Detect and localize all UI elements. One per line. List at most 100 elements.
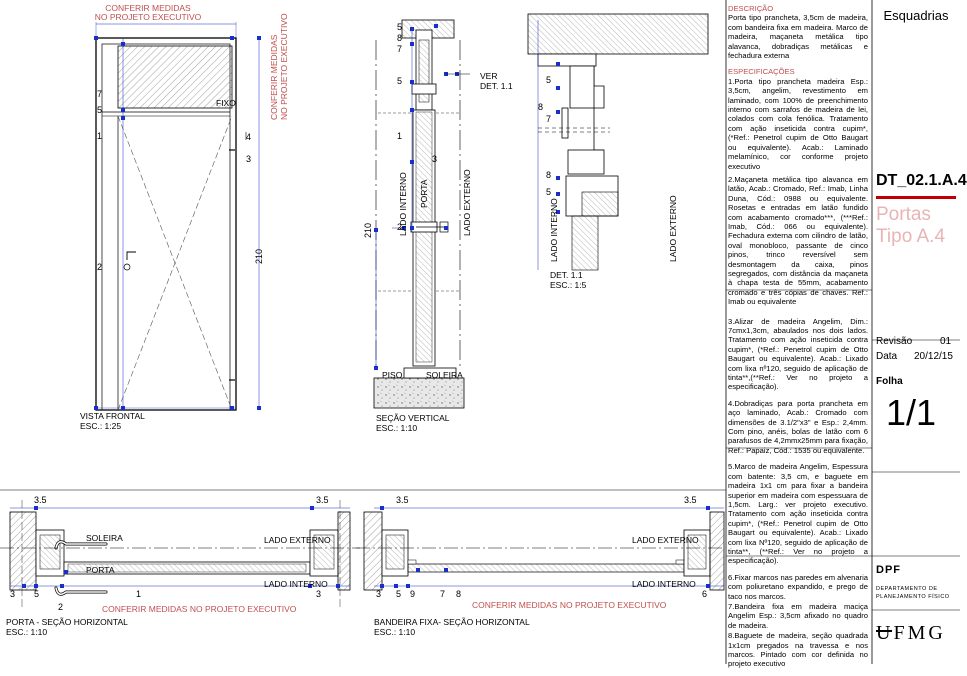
dpf-sub-2: PLANEJAMENTO FÍSICO	[876, 594, 950, 600]
label-secao-vertical: SEÇÃO VERTICAL	[376, 413, 450, 423]
dim-8-v: 8	[397, 33, 402, 43]
label-soleira: SOLEIRA	[426, 370, 463, 380]
dim-7-b: 7	[440, 589, 445, 599]
folha-value: 1/1	[886, 392, 937, 433]
dim-5-v2: 5	[397, 76, 402, 86]
spec-item-5: 5.Marco de madeira Angelim, Espessura co…	[728, 462, 868, 566]
label-lado-interno-v: LADO INTERNO	[398, 172, 408, 236]
label-conferir-bottom-2: CONFERIR MEDIDAS NO PROJETO EXECUTIVO	[472, 600, 667, 610]
label-porta-v: PORTA	[419, 179, 429, 208]
dim-3-front: 3	[246, 154, 251, 164]
label-esc-10: ESC.: 1:10	[376, 423, 417, 433]
label-esc-10-b: ESC.: 1:10	[374, 627, 415, 637]
dim-2-v: 2	[397, 222, 402, 232]
drawing-name-2: Tipo A.4	[876, 226, 946, 247]
revisao-label: Revisão	[876, 336, 913, 347]
label-piso: PISO	[382, 370, 403, 380]
dim-1-v: 1	[397, 131, 402, 141]
label-bandeira-secao-h: BANDEIRA FIXA- SEÇÃO HORIZONTAL	[374, 617, 530, 627]
label-lado-externo-h: LADO EXTERNO	[264, 535, 331, 545]
ufmg-logo: UFMG	[876, 622, 946, 644]
label-soleira-h: SOLEIRA	[86, 533, 123, 543]
dim-9-b: 9	[410, 589, 415, 599]
dim-35-h4: 3.5	[684, 495, 697, 505]
dim-35-h3: 3.5	[396, 495, 409, 505]
label-conferir-side-2: NO PROJETO EXECUTIVO	[279, 13, 289, 120]
dim-1-h: 1	[136, 589, 141, 599]
dim-35-h2: 3.5	[316, 495, 329, 505]
detail-1-1	[527, 13, 709, 271]
label-lado-interno-b: LADO INTERNO	[632, 579, 696, 589]
drawing-code: DT_02.1.A.4	[876, 172, 967, 189]
dim-210-v: 210	[363, 223, 373, 238]
description-text: Porta tipo prancheta, 3,5cm de madeira, …	[728, 13, 868, 61]
dim-35-h1: 3.5	[34, 495, 47, 505]
label-lado-interno-h: LADO INTERNO	[264, 579, 328, 589]
description-panel: DESCRIÇÃO Porta tipo prancheta, 3,5cm de…	[728, 4, 868, 676]
description-title: DESCRIÇÃO	[728, 4, 774, 13]
dim-2-front: 2	[97, 262, 102, 272]
label-porta-secao-h: PORTA - SEÇÃO HORIZONTAL	[6, 617, 128, 627]
label-lado-externo-b: LADO EXTERNO	[632, 535, 699, 545]
dim-4-front: 4	[246, 132, 251, 142]
dim-7-front: 7	[97, 89, 102, 99]
label-esc-5: ESC.: 1:5	[550, 280, 587, 290]
drawing-name-1: Portas	[876, 204, 931, 225]
revisao-value: 01	[940, 336, 952, 347]
spec-item-4: 4.Dobradiças para porta prancheta em aço…	[728, 398, 868, 455]
label-lado-externo-v: LADO EXTERNO	[462, 169, 472, 236]
dim-8-det-2: 8	[546, 170, 551, 180]
dim-3-h2: 3	[316, 589, 321, 599]
dim-5-h: 5	[34, 589, 39, 599]
label-ver: VER	[480, 71, 497, 81]
label-esc-25: ESC.: 1:25	[80, 421, 121, 431]
label-conferir-top: CONFERIR MEDIDAS	[105, 3, 191, 13]
dim-3-b: 3	[376, 589, 381, 599]
data-label: Data	[876, 351, 898, 362]
dim-3-h: 3	[10, 589, 15, 599]
label-esc-10-h: ESC.: 1:10	[6, 627, 47, 637]
dim-8-b: 8	[456, 589, 461, 599]
label-det-11: DET. 1.1	[550, 270, 583, 280]
label-conferir-top-2: NO PROJETO EXECUTIVO	[95, 12, 202, 22]
spec-item-8: 8.Baguete de madeira, seção quadrada 1x1…	[728, 631, 868, 669]
label-porta-h: PORTA	[86, 565, 115, 575]
label-conferir-bottom: CONFERIR MEDIDAS NO PROJETO EXECUTIVO	[102, 604, 297, 614]
dim-5-front: 5	[97, 105, 102, 115]
spec-item-6: 6.Fixar marcos nas paredes em alvenaria …	[728, 572, 868, 601]
code-underline	[876, 196, 956, 199]
spec-item-3: 3.Alizar de madeira Angelim, Dim.: 7cmx1…	[728, 316, 868, 392]
spec-item-7: 7.Bandeira fixa em madeira maciça Angeli…	[728, 601, 868, 630]
dim-7-v: 7	[397, 44, 402, 54]
label-vista-frontal: VISTA FRONTAL	[80, 411, 145, 421]
dim-5-b: 5	[396, 589, 401, 599]
door-horizontal-section	[0, 500, 360, 610]
dim-6-b: 6	[702, 589, 707, 599]
folha-label: Folha	[876, 376, 903, 387]
dim-1-front: 1	[97, 131, 102, 141]
dpf-sub-1: DEPARTAMENTO DE	[876, 586, 938, 592]
data-value: 20/12/15	[914, 351, 953, 362]
front-view	[94, 22, 261, 411]
dim-3-v: 3	[432, 154, 437, 164]
dim-8-det: 8	[538, 102, 543, 112]
spec-item-1: 1.Porta tipo prancheta madeira Esp.: 3,5…	[728, 76, 868, 171]
dim-7-det: 7	[546, 114, 551, 124]
vertical-section	[373, 19, 470, 409]
dim-5-v1: 5	[397, 22, 402, 32]
label-ver-det: DET. 1.1	[480, 81, 513, 91]
technical-drawing: CONFERIR MEDIDAS NO PROJETO EXECUTIVO CO…	[0, 0, 960, 664]
transom-horizontal-section	[356, 506, 725, 591]
dpf-logo: DPF	[876, 564, 901, 576]
category-title: Esquadrias	[883, 8, 949, 23]
spec-item-2: 2.Maçaneta metálica tipo alavanca em lat…	[728, 174, 868, 307]
dim-210-front: 210	[254, 249, 264, 264]
spec-title: ESPECIFICAÇÕES	[728, 67, 795, 77]
label-lado-externo-det: LADO EXTERNO	[668, 195, 678, 262]
label-fixo: FIXO	[216, 98, 236, 108]
dim-5-det-2: 5	[546, 187, 551, 197]
label-lado-interno-det: LADO INTERNO	[549, 198, 559, 262]
dim-2-h: 2	[58, 602, 63, 612]
label-conferir-side-1: CONFERIR MEDIDAS	[269, 34, 279, 120]
